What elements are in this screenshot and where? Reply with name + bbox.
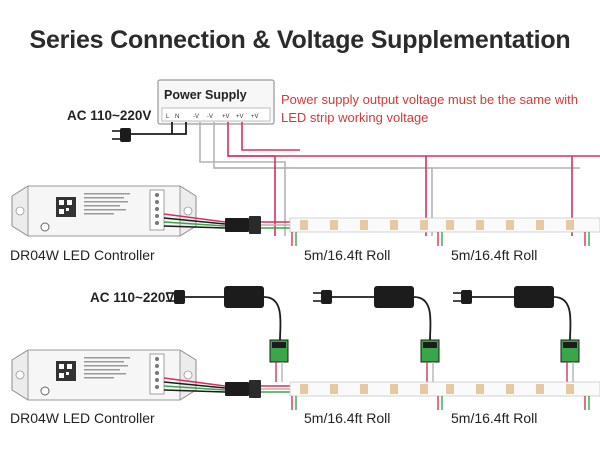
power-supply-title: Power Supply bbox=[164, 88, 247, 102]
controller-label-2: DR04W LED Controller bbox=[10, 410, 155, 426]
controller-1 bbox=[11, 185, 197, 237]
connector-2 bbox=[225, 380, 261, 398]
voltage-note-line-2: LED strip working voltage bbox=[281, 110, 429, 125]
ac-input-label-bottom: AC 110~220V bbox=[90, 290, 175, 305]
ps-terminal-v2: -V bbox=[207, 114, 213, 120]
controller-2 bbox=[11, 349, 197, 401]
ac-plug-icon bbox=[112, 122, 187, 142]
ps-terminal-v1: -V bbox=[193, 114, 199, 120]
ps-terminal-v4: +V bbox=[236, 114, 244, 120]
ac-input-label-top: AC 110~220V bbox=[67, 108, 152, 123]
connector-1-wires bbox=[261, 221, 292, 229]
roll-label-2: 5m/16.4ft Roll bbox=[451, 247, 538, 263]
ctrl1-output-wires bbox=[163, 213, 226, 229]
roll-label-3: 5m/16.4ft Roll bbox=[304, 410, 391, 426]
roll-label-4: 5m/16.4ft Roll bbox=[451, 410, 538, 426]
strip-row-1-drops bbox=[291, 232, 590, 246]
ac-plug-bottom-1 bbox=[166, 286, 289, 363]
connector-2-wires bbox=[261, 385, 292, 393]
led-strip-row-2 bbox=[289, 381, 600, 397]
voltage-note: Power supply output voltage must be the … bbox=[281, 91, 578, 127]
adaptor-drop-wires bbox=[275, 362, 574, 382]
ps-terminal-l: L bbox=[166, 114, 170, 120]
ps-terminal-n: N bbox=[175, 114, 179, 120]
ac-plug-bottom-2 bbox=[313, 286, 440, 363]
voltage-note-line-1: Power supply output voltage must be the … bbox=[281, 92, 578, 107]
ps-terminal-v3: +V bbox=[222, 114, 230, 120]
ac-plug-bottom-3 bbox=[453, 286, 580, 363]
power-supply-box: L N -V -V +V +V +V bbox=[157, 79, 275, 125]
led-strip-row-1 bbox=[289, 217, 600, 233]
connector-1 bbox=[225, 216, 261, 234]
roll-label-1: 5m/16.4ft Roll bbox=[304, 247, 391, 263]
strip-row-2-drops bbox=[291, 396, 590, 410]
ctrl2-output-wires bbox=[163, 377, 226, 393]
controller-label-1: DR04W LED Controller bbox=[10, 247, 155, 263]
ps-terminal-v5: +V bbox=[251, 114, 259, 120]
diagram-title: Series Connection & Voltage Supplementat… bbox=[29, 26, 571, 54]
